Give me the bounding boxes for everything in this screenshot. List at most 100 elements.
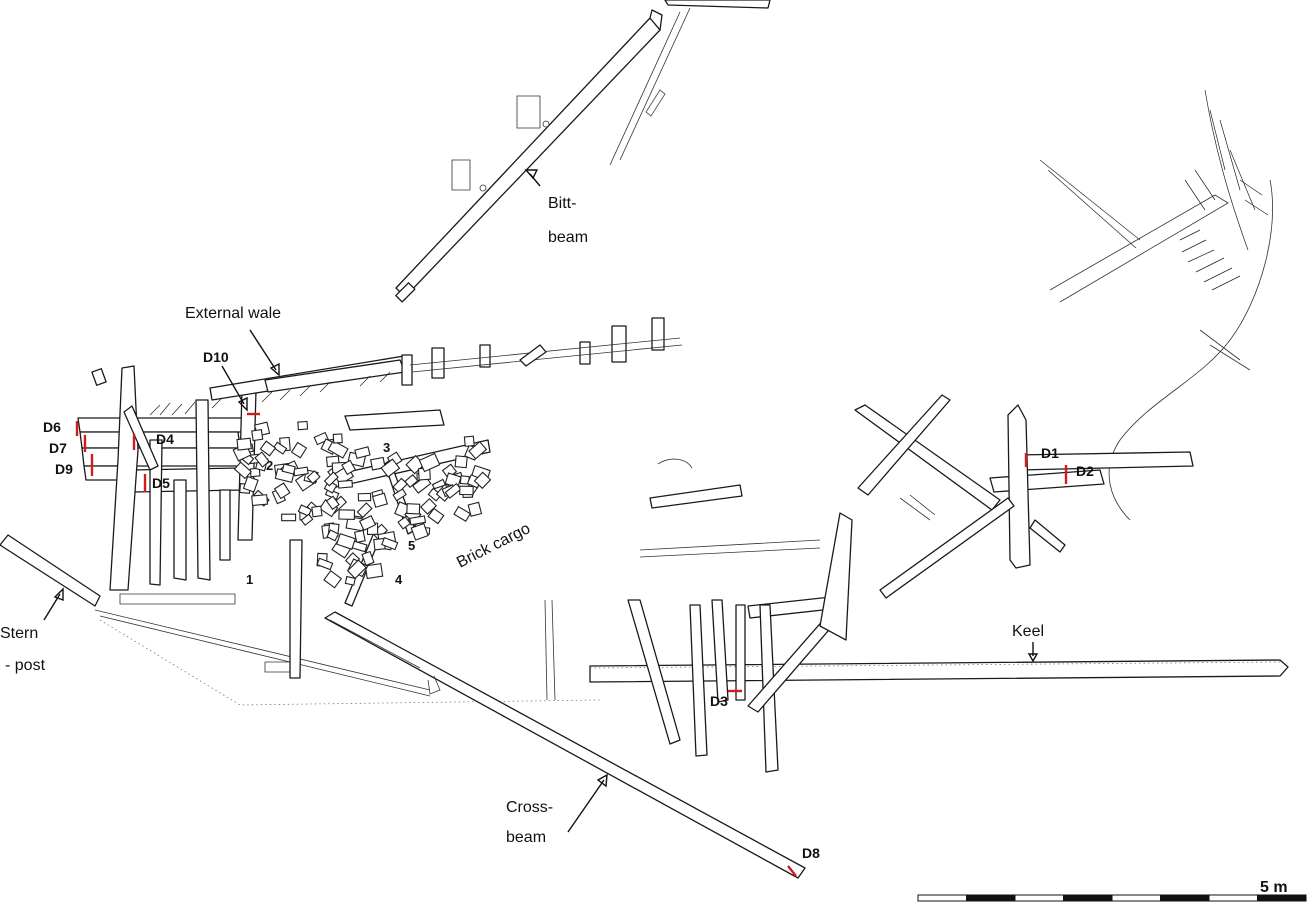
brick <box>290 441 308 459</box>
sample-label-d10: D10 <box>203 349 229 365</box>
scale-bar-segment <box>1063 894 1113 902</box>
brick <box>281 513 297 522</box>
brick <box>381 536 399 551</box>
scale-bar-segments <box>917 894 1307 902</box>
scale-bar-label: 5 m <box>1260 879 1288 896</box>
scale-bar-segment <box>1208 894 1258 902</box>
sample-label-d3: D3 <box>710 693 728 709</box>
brick <box>392 477 408 494</box>
brick <box>459 485 474 496</box>
brick <box>259 440 277 457</box>
scale-bar-segment <box>1257 894 1307 902</box>
brick <box>281 463 296 475</box>
scale-bar-segment <box>966 894 1016 902</box>
brick <box>325 495 340 511</box>
cross-beam-label-2: beam <box>506 829 546 846</box>
brick <box>344 575 356 586</box>
scale-bar-segment <box>1014 894 1064 902</box>
scale-bar-segment <box>917 894 967 902</box>
keel-label: Keel <box>1012 623 1044 640</box>
sample-label-d6: D6 <box>43 419 61 435</box>
brick <box>273 482 291 500</box>
brick <box>361 550 375 566</box>
brick <box>473 471 492 490</box>
bitt-beam-label-1: Bitt- <box>548 195 576 212</box>
brick <box>297 420 309 431</box>
brick <box>233 461 252 480</box>
brick <box>410 522 429 541</box>
brick <box>358 514 377 531</box>
brick <box>427 507 445 525</box>
sample-label-d9: D9 <box>55 461 73 477</box>
brick <box>316 557 334 571</box>
sample-label-d5: D5 <box>152 475 170 491</box>
brick <box>354 446 371 459</box>
brick <box>409 515 427 526</box>
brick <box>323 570 343 589</box>
brick <box>356 502 373 519</box>
starboard-framing <box>854 394 1194 599</box>
brick <box>251 429 264 442</box>
brick <box>364 562 384 580</box>
brick <box>427 487 442 502</box>
timber-number-1: 1 <box>246 572 253 587</box>
bitt-beam-label-2: beam <box>548 229 588 246</box>
sample-label-d8: D8 <box>802 845 820 861</box>
brick <box>380 458 401 478</box>
brick <box>346 559 367 580</box>
brick <box>453 505 472 522</box>
brick <box>418 452 441 473</box>
timber-number-4: 4 <box>395 572 403 587</box>
brick <box>272 441 288 455</box>
stern-post <box>0 534 101 607</box>
brick <box>293 466 309 477</box>
brick <box>454 455 468 469</box>
stern-post-label-1: Stern <box>0 625 38 642</box>
annotations: Bitt- beam External wale Brick cargo Ste… <box>0 195 1094 861</box>
brick <box>242 475 259 493</box>
brick <box>444 482 462 499</box>
brick-cargo-label: Brick cargo <box>454 520 533 572</box>
brick <box>397 516 412 530</box>
sample-label-d1: D1 <box>1041 445 1059 461</box>
stern-post-label-2: - post <box>5 657 46 674</box>
brick <box>236 437 252 451</box>
brick <box>300 513 314 526</box>
brick <box>313 431 330 446</box>
brick <box>338 509 356 520</box>
brick <box>468 440 488 460</box>
brick <box>332 433 343 444</box>
brick <box>406 503 421 515</box>
stern-framing <box>77 317 683 679</box>
scale-bar-segment <box>1160 894 1210 902</box>
timber-number-3: 3 <box>383 440 390 455</box>
keel-frames <box>544 512 853 773</box>
brick <box>353 529 366 544</box>
scale-bar: 5 m <box>917 879 1307 902</box>
scale-bar-segment <box>1111 894 1161 902</box>
starboard-side-debris <box>1039 89 1273 521</box>
brick <box>463 435 475 447</box>
cross-beam <box>324 611 806 879</box>
brick <box>336 532 357 550</box>
brick-cargo <box>232 420 492 589</box>
brick <box>306 470 321 485</box>
brick <box>254 451 270 468</box>
sample-label-d2: D2 <box>1076 463 1094 479</box>
brick <box>392 488 407 502</box>
brick <box>251 494 269 507</box>
brick <box>326 529 340 542</box>
brick <box>341 459 357 476</box>
brick <box>370 456 386 471</box>
cross-beam-label-1: Cross- <box>506 799 553 816</box>
brick <box>467 501 483 517</box>
port-hull-outline <box>94 593 601 706</box>
brick <box>297 504 313 517</box>
sample-marks <box>75 412 1068 877</box>
bitt-beam <box>395 0 771 303</box>
brick <box>337 479 354 489</box>
brick <box>311 505 323 518</box>
brick <box>419 497 438 515</box>
timber-number-2: 2 <box>266 458 273 473</box>
